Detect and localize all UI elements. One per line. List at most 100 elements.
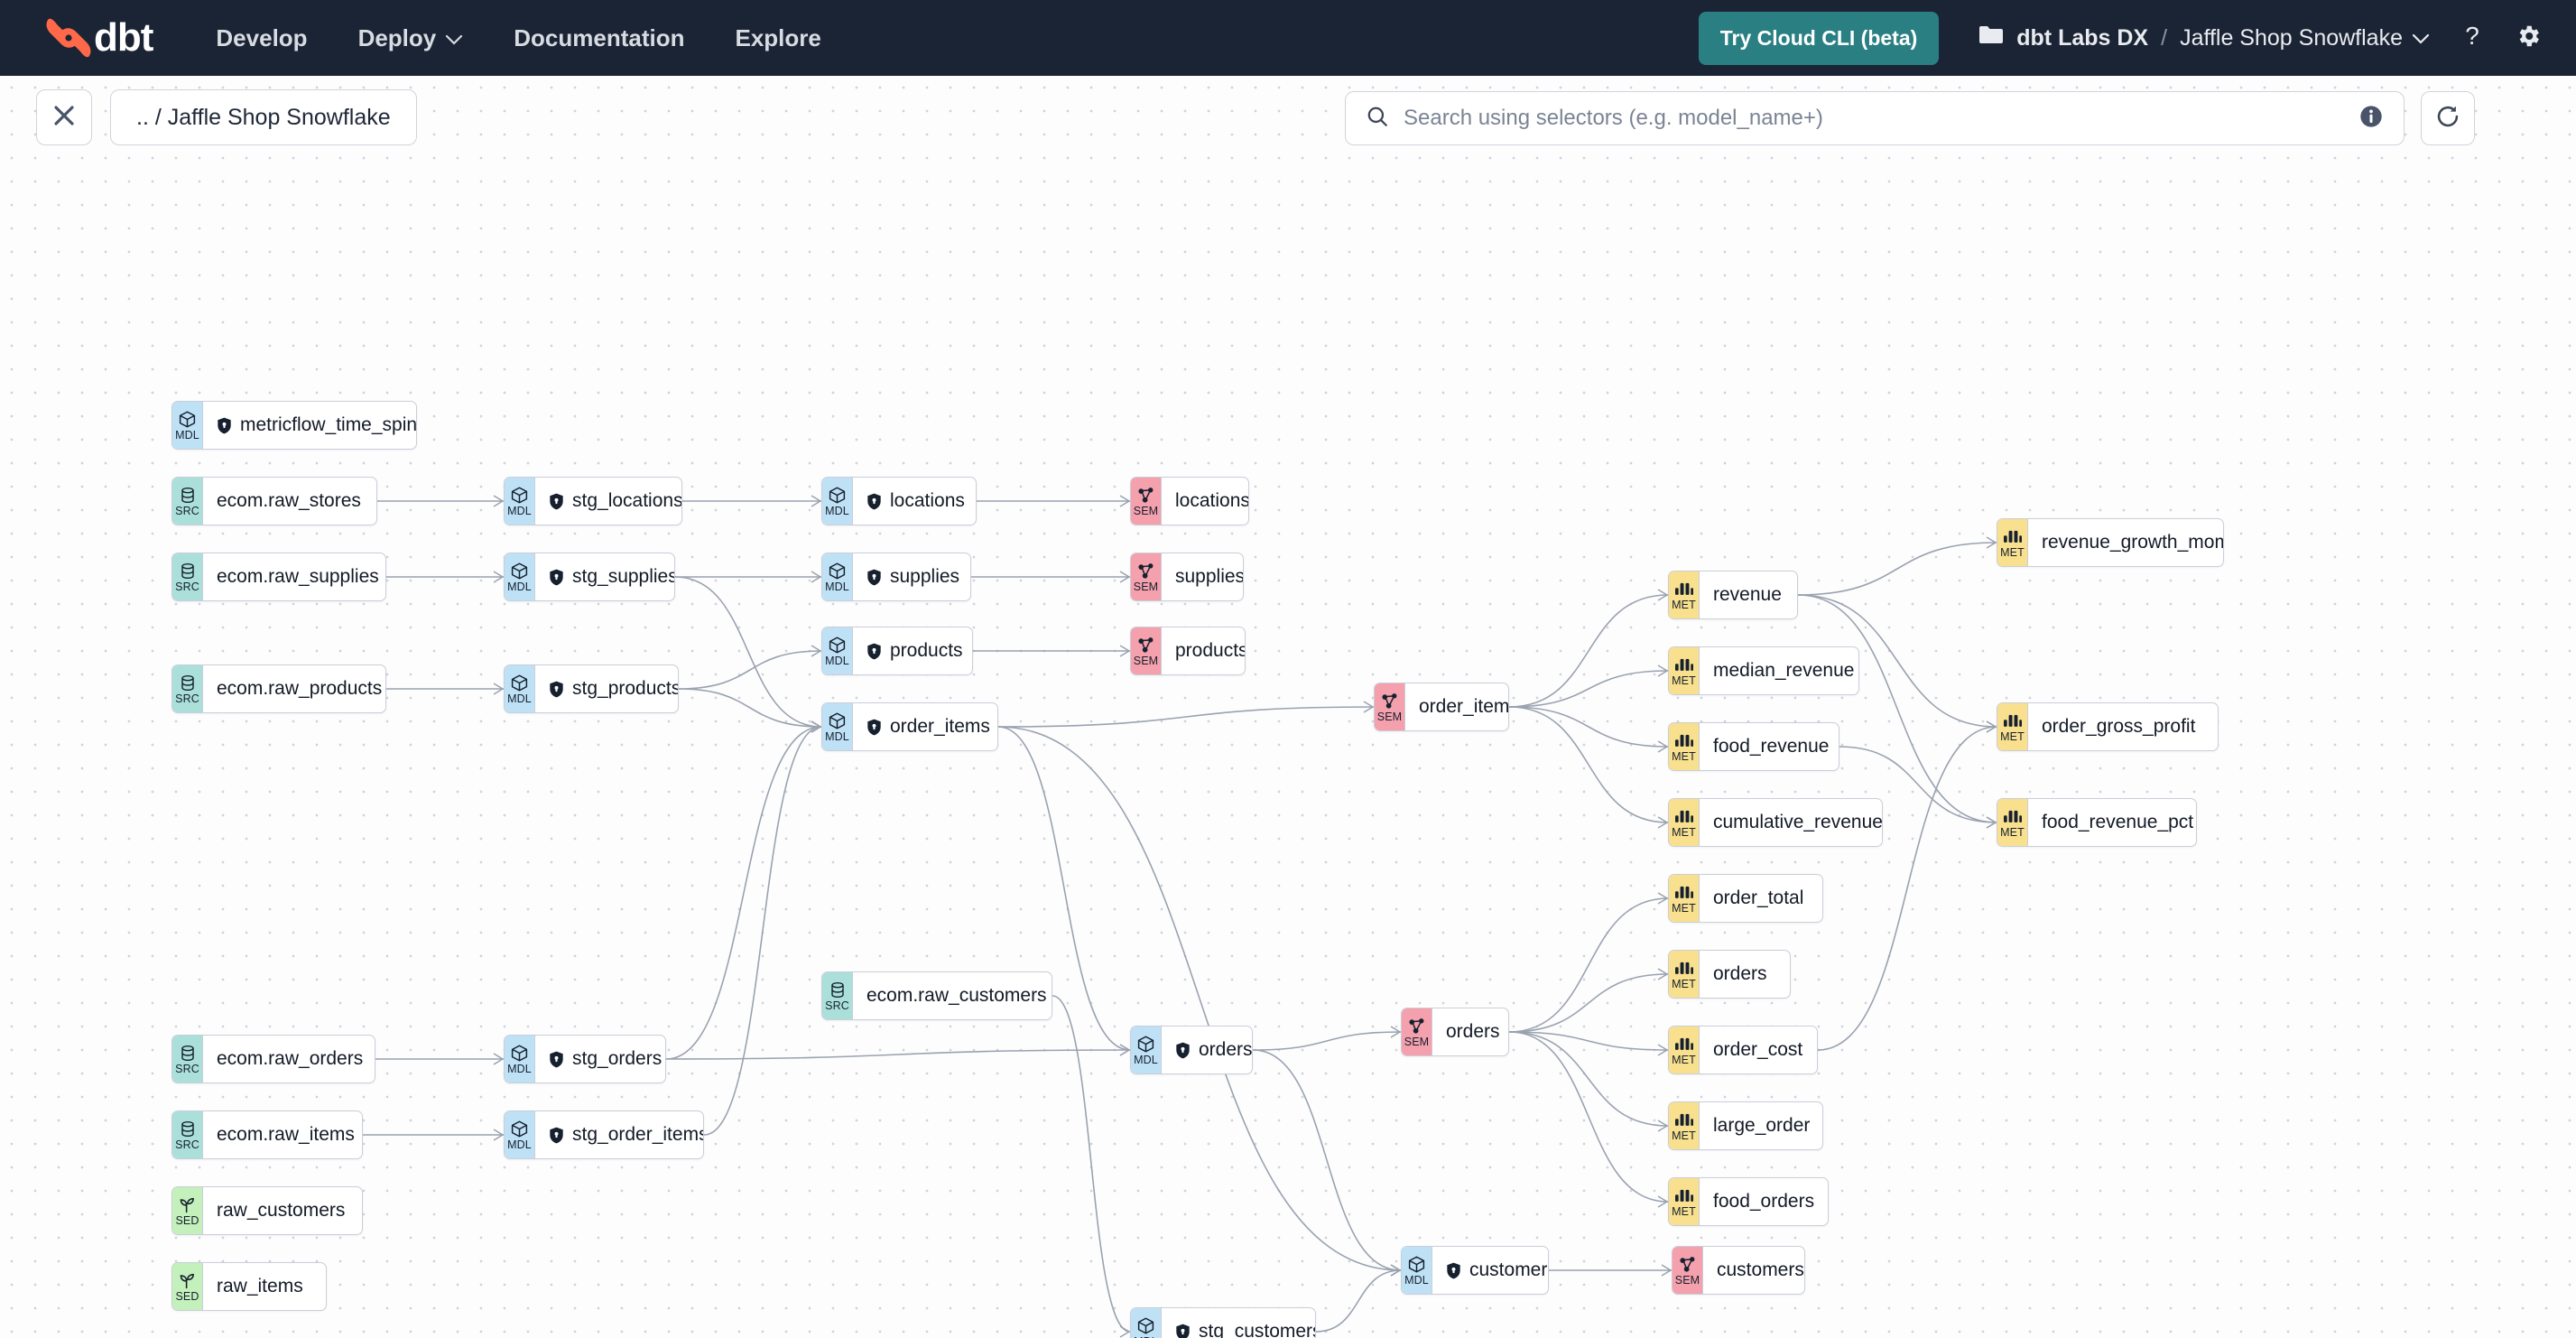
node-type-label: SRC [175,1138,199,1151]
shield-lock-icon [1175,1042,1191,1059]
node-type-label: SRC [175,505,199,517]
graph-edge [1797,594,1997,728]
node-label: food_orders [1713,1191,1815,1212]
dbt-wordmark: dbt [94,15,153,60]
nav-link-explore[interactable]: Explore [735,24,820,52]
semantic-graph-icon [1136,562,1155,581]
nav-link-documentation[interactable]: Documentation [514,24,684,52]
lineage-graph-canvas[interactable]: .. / Jaffle Shop Snowflake [0,76,2576,1338]
shield-lock-icon [1175,1324,1191,1338]
project-name: Jaffle Shop Snowflake [2180,24,2403,51]
node-label: order_cost [1713,1039,1803,1060]
graph-edge-arrow [1119,1044,1131,1056]
semantic-graph-icon [1136,486,1155,505]
node-label: stg_supplies [572,566,675,587]
seedling-icon [178,1271,197,1290]
graph-edge-arrow [1657,1044,1669,1056]
node-type-badge-mdl: MDL [505,1036,535,1082]
graph-edge [678,688,822,728]
semantic-graph-icon [1407,1017,1426,1036]
node-type-badge-sem: SEM [1131,553,1162,600]
cube-icon [828,711,847,730]
database-icon [179,1044,197,1063]
shield-lock-icon [866,569,882,586]
node-body: stg_order_items [535,1111,704,1158]
nav-link-develop[interactable]: Develop [216,24,307,52]
info-icon[interactable] [2358,104,2384,134]
nav-link-explore-label: Explore [735,23,821,51]
graph-edge [1797,542,1997,596]
try-cloud-cli-button[interactable]: Try Cloud CLI (beta) [1698,11,1940,65]
cube-icon [828,562,847,581]
graph-node-stg_supplies[interactable]: MDL stg_supplies [504,553,675,601]
node-body: order_cost [1700,1027,1817,1073]
node-type-badge-sem: SEM [1375,683,1405,730]
search-container[interactable] [1345,91,2405,145]
graph-edge-arrow [811,720,822,733]
node-label: ecom.raw_products [217,678,383,699]
search-input[interactable] [1404,106,2344,131]
node-type-badge-met: MET [1669,1178,1700,1225]
close-button[interactable] [36,89,92,145]
project-breadcrumb-chip[interactable]: .. / Jaffle Shop Snowflake [110,89,417,145]
node-label: stg_order_items [572,1124,704,1145]
node-type-badge-met: MET [1669,647,1700,694]
refresh-icon [2435,104,2460,134]
graph-edge-arrow [493,1053,505,1065]
node-body: large_order [1700,1102,1822,1149]
refresh-button[interactable] [2421,91,2475,145]
node-type-badge-sem: SEM [1131,627,1162,674]
node-label: stg_customers [1199,1321,1316,1338]
graph-edge-arrow [493,571,505,583]
nav-link-deploy[interactable]: Deploy [358,24,464,52]
account-name[interactable]: dbt Labs DX [2016,24,2149,51]
shield-lock-icon [217,417,232,434]
explore-toolbar: .. / Jaffle Shop Snowflake [0,76,2576,159]
dbt-logo[interactable]: dbt [43,15,153,60]
project-selector[interactable]: Jaffle Shop Snowflake [2180,25,2430,51]
settings-button[interactable] [2515,23,2542,54]
graph-edge-arrow [493,495,505,507]
node-type-label: MDL [507,581,532,593]
node-type-badge-sem: SEM [1673,1247,1703,1294]
graph-node-met_food_orders[interactable]: MET food_orders [1668,1177,1829,1226]
help-button[interactable]: ? [2460,22,2484,55]
